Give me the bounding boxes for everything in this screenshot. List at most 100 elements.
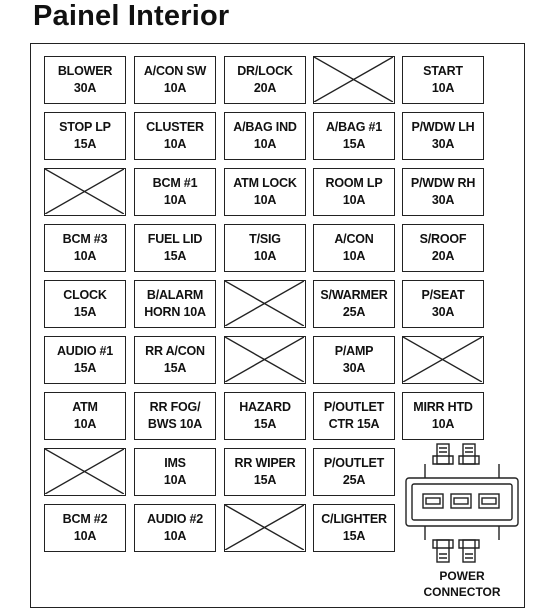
fuse-rating: 30A bbox=[431, 305, 455, 319]
fuse-rating: 20A bbox=[253, 81, 277, 95]
fuse-slot: DR/LOCK 20A bbox=[224, 56, 306, 104]
fuse-slot: MIRR HTD 10A bbox=[402, 392, 484, 440]
fuse-panel bbox=[30, 43, 525, 608]
fuse-rating: 15A bbox=[73, 305, 97, 319]
cross-icon bbox=[403, 337, 482, 382]
fuse-slot: A/BAG IND 10A bbox=[224, 112, 306, 160]
fuse-rating: 10A bbox=[73, 249, 97, 263]
fuse-rating: 25A bbox=[342, 305, 366, 319]
power-connector-line1: POWER bbox=[439, 569, 485, 583]
fuse-slot: ROOM LP 10A bbox=[313, 168, 395, 216]
fuse-rating: 10A bbox=[163, 473, 187, 487]
fuse-slot: CLUSTER 10A bbox=[134, 112, 216, 160]
fuse-slot: P/SEAT 30A bbox=[402, 280, 484, 328]
fuse-rating: 10A bbox=[253, 193, 277, 207]
fuse-name: P/SEAT bbox=[421, 288, 465, 302]
fuse-slot: C/LIGHTER 15A bbox=[313, 504, 395, 552]
fuse-name: P/WDW RH bbox=[410, 176, 476, 190]
fuse-rating: 10A bbox=[163, 193, 187, 207]
cross-icon bbox=[314, 57, 393, 102]
fuse-name: HAZARD bbox=[239, 400, 291, 414]
fuse-rating: 10A bbox=[73, 417, 97, 431]
fuse-slot: FUEL LID 15A bbox=[134, 224, 216, 272]
fuse-rating: 15A bbox=[342, 137, 366, 151]
fuse-rating: 15A bbox=[73, 137, 97, 151]
fuse-name: START bbox=[423, 64, 463, 78]
fuse-name: MIRR HTD bbox=[413, 400, 473, 414]
empty-fuse-slot bbox=[313, 56, 395, 104]
fuse-rating: 10A bbox=[163, 137, 187, 151]
fuse-slot: T/SIG 10A bbox=[224, 224, 306, 272]
empty-fuse-slot bbox=[224, 280, 306, 328]
fuse-slot: P/OUTLET 25A bbox=[313, 448, 395, 496]
power-connector-icon bbox=[405, 443, 519, 563]
fuse-slot: A/BAG #1 15A bbox=[313, 112, 395, 160]
fuse-name: ROOM LP bbox=[325, 176, 383, 190]
fuse-name: BCM #1 bbox=[152, 176, 198, 190]
fuse-name: C/LIGHTER bbox=[321, 512, 387, 526]
fuse-rating: 10A bbox=[253, 249, 277, 263]
empty-fuse-slot bbox=[402, 336, 484, 384]
empty-fuse-slot bbox=[224, 336, 306, 384]
fuse-rating: 30A bbox=[73, 81, 97, 95]
fuse-slot: S/WARMER 25A bbox=[313, 280, 395, 328]
cross-icon bbox=[225, 281, 304, 326]
fuse-slot: ATM LOCK 10A bbox=[224, 168, 306, 216]
fuse-rating: 15A bbox=[163, 249, 187, 263]
fuse-slot: RR A/CON 15A bbox=[134, 336, 216, 384]
fuse-name: RR FOG/ bbox=[149, 400, 201, 414]
fuse-name: BCM #3 bbox=[62, 232, 108, 246]
cross-icon bbox=[225, 337, 304, 382]
fuse-name: AUDIO #2 bbox=[146, 512, 204, 526]
fuse-rating: 15A bbox=[342, 529, 366, 543]
fuse-rating: 10A bbox=[431, 417, 455, 431]
fuse-rating: 10A bbox=[342, 249, 366, 263]
fuse-name: S/WARMER bbox=[320, 288, 388, 302]
cross-icon bbox=[45, 169, 124, 214]
fuse-rating: 10A bbox=[431, 81, 455, 95]
fuse-slot: START 10A bbox=[402, 56, 484, 104]
fuse-slot: BCM #2 10A bbox=[44, 504, 126, 552]
fuse-name: ATM LOCK bbox=[233, 176, 297, 190]
page-title: Painel Interior bbox=[33, 0, 230, 32]
fuse-name: P/OUTLET bbox=[323, 400, 385, 414]
cross-icon bbox=[45, 449, 124, 494]
fuse-rating: 30A bbox=[342, 361, 366, 375]
fuse-rating: 10A bbox=[253, 137, 277, 151]
fuse-rating: 10A bbox=[73, 529, 97, 543]
fuse-rating: 15A bbox=[163, 361, 187, 375]
fuse-rating: 25A bbox=[342, 473, 366, 487]
fuse-name: IMS bbox=[164, 456, 186, 470]
fuse-name: A/BAG #1 bbox=[325, 120, 383, 134]
fuse-name: B/ALARM bbox=[146, 288, 204, 302]
fuse-name: A/BAG IND bbox=[233, 120, 297, 134]
fuse-slot: B/ALARM HORN 10A bbox=[134, 280, 216, 328]
fuse-name: P/OUTLET bbox=[323, 456, 385, 470]
power-connector-line2: CONNECTOR bbox=[423, 585, 501, 599]
fuse-name: CLUSTER bbox=[146, 120, 204, 134]
fuse-name: FUEL LID bbox=[147, 232, 203, 246]
fuse-name: S/ROOF bbox=[419, 232, 467, 246]
empty-fuse-slot bbox=[224, 504, 306, 552]
fuse-name: AUDIO #1 bbox=[56, 344, 114, 358]
fuse-name: T/SIG bbox=[249, 232, 281, 246]
fuse-name: DR/LOCK bbox=[237, 64, 293, 78]
fuse-name: BCM #2 bbox=[62, 512, 108, 526]
fuse-rating: 30A bbox=[431, 137, 455, 151]
fuse-slot: AUDIO #2 10A bbox=[134, 504, 216, 552]
fuse-rating: HORN 10A bbox=[144, 305, 206, 319]
fuse-name: RR A/CON bbox=[145, 344, 205, 358]
fuse-slot: BCM #1 10A bbox=[134, 168, 216, 216]
fuse-slot: BCM #3 10A bbox=[44, 224, 126, 272]
fuse-rating: 10A bbox=[342, 193, 366, 207]
fuse-rating: CTR 15A bbox=[328, 417, 380, 431]
fuse-rating: 10A bbox=[163, 529, 187, 543]
